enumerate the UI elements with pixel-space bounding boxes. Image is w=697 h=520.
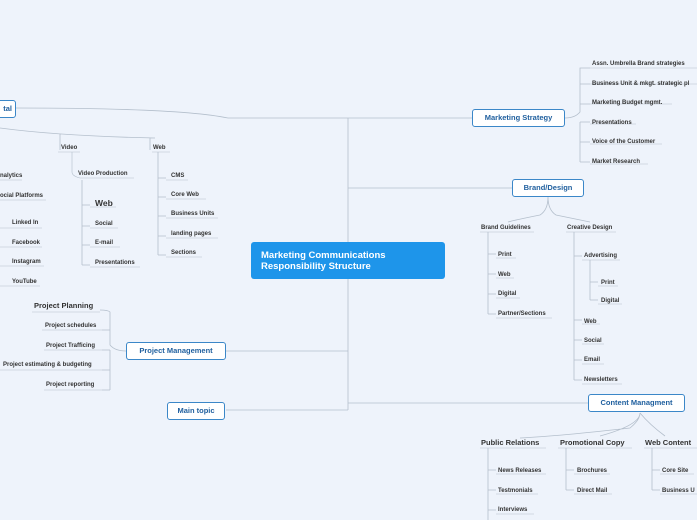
creative-item[interactable]: Email bbox=[584, 357, 601, 363]
digital-video[interactable]: Video bbox=[61, 145, 78, 151]
digital-left-item[interactable]: YouTube bbox=[12, 279, 37, 285]
brand-guidelines-item[interactable]: Print bbox=[498, 252, 512, 258]
video-item[interactable]: Social bbox=[95, 221, 113, 227]
strategy-item[interactable]: Market Research bbox=[592, 159, 641, 165]
creative-item[interactable]: Web bbox=[584, 319, 597, 325]
pr-item[interactable]: Interviews bbox=[498, 507, 528, 513]
topic-main-topic[interactable]: Main topic bbox=[167, 402, 225, 420]
web-item[interactable]: landing pages bbox=[171, 231, 212, 237]
advertising[interactable]: Advertising bbox=[584, 253, 618, 259]
video-production[interactable]: Video Production bbox=[78, 171, 128, 177]
project-item[interactable]: Project estimating & budgeting bbox=[3, 362, 92, 368]
topic-digital[interactable]: tal bbox=[0, 100, 16, 118]
web-content[interactable]: Web Content bbox=[645, 438, 692, 447]
digital-left-item[interactable]: ocial Platforms bbox=[0, 193, 44, 199]
pr-item[interactable]: Testmonials bbox=[498, 488, 533, 494]
digital-left-item[interactable]: Facebook bbox=[12, 240, 41, 246]
strategy-item[interactable]: Voice of the Customer bbox=[592, 139, 656, 145]
project-item[interactable]: Project schedules bbox=[45, 323, 97, 329]
strategy-item[interactable]: Assn. Umbrella Brand strategies bbox=[592, 61, 685, 67]
web-item[interactable]: Sections bbox=[171, 250, 197, 256]
brand-guidelines-item[interactable]: Partner/Sections bbox=[498, 311, 546, 317]
web-content-item[interactable]: Core Site bbox=[662, 468, 689, 474]
brand-guidelines-item[interactable]: Web bbox=[498, 272, 511, 278]
video-item[interactable]: Presentations bbox=[95, 260, 135, 266]
strategy-item[interactable]: Business Unit & mkgt. strategic pl bbox=[592, 81, 690, 87]
video-item[interactable]: E-mail bbox=[95, 240, 114, 246]
topic-brand-design[interactable]: Brand/Design bbox=[512, 179, 584, 197]
digital-left-item[interactable]: Instagram bbox=[12, 259, 41, 265]
web-item[interactable]: Business Units bbox=[171, 211, 215, 217]
brand-guidelines-item[interactable]: Digital bbox=[498, 291, 517, 297]
central-topic-line1: Marketing Communications bbox=[261, 250, 386, 261]
topic-content-management[interactable]: Content Managment bbox=[588, 394, 685, 412]
web-content-item[interactable]: Business U bbox=[662, 488, 695, 494]
topic-project-management[interactable]: Project Management bbox=[126, 342, 226, 360]
digital-left-item[interactable]: Linked In bbox=[12, 220, 39, 226]
central-topic[interactable]: Marketing Communications Responsibility … bbox=[251, 242, 445, 279]
topic-marketing-strategy[interactable]: Marketing Strategy bbox=[472, 109, 565, 127]
project-item[interactable]: Project reporting bbox=[46, 382, 95, 388]
advertising-item[interactable]: Digital bbox=[601, 298, 620, 304]
promo-item[interactable]: Direct Mail bbox=[577, 488, 608, 494]
digital-left-item[interactable]: nalytics bbox=[0, 173, 23, 179]
advertising-item[interactable]: Print bbox=[601, 280, 615, 286]
video-web[interactable]: Web bbox=[95, 198, 113, 208]
brand-guidelines[interactable]: Brand Guidelines bbox=[481, 225, 531, 231]
project-planning[interactable]: Project Planning bbox=[34, 301, 94, 310]
web-item[interactable]: CMS bbox=[171, 173, 185, 179]
creative-item[interactable]: Newsletters bbox=[584, 377, 618, 383]
creative-item[interactable]: Social bbox=[584, 338, 602, 344]
project-item[interactable]: Project Trafficing bbox=[46, 343, 96, 349]
strategy-item[interactable]: Marketing Budget mgmt. bbox=[592, 100, 663, 106]
web-item[interactable]: Core Web bbox=[171, 192, 199, 198]
creative-design[interactable]: Creative Design bbox=[567, 225, 613, 231]
strategy-item[interactable]: Presentations bbox=[592, 120, 632, 126]
promo-item[interactable]: Brochures bbox=[577, 468, 608, 474]
digital-web[interactable]: Web bbox=[153, 145, 166, 151]
public-relations[interactable]: Public Relations bbox=[481, 438, 540, 447]
central-topic-line2: Responsibility Structure bbox=[261, 261, 371, 272]
promotional-copy[interactable]: Promotional Copy bbox=[560, 438, 625, 447]
pr-item[interactable]: News Releases bbox=[498, 468, 542, 474]
